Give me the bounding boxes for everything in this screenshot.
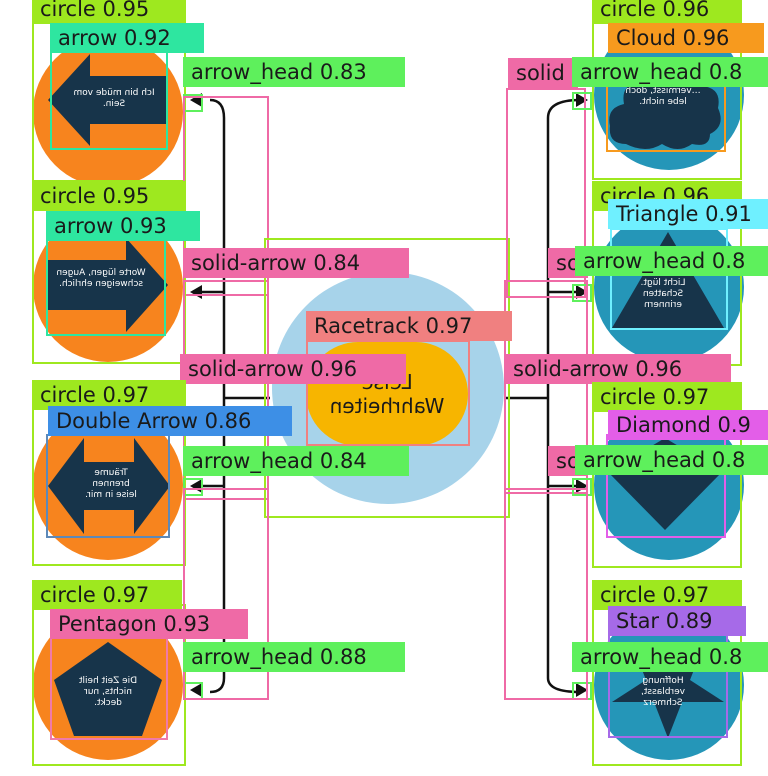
arrowhead-right-1 — [576, 93, 588, 107]
label-diamond: Diamond 0.9 — [608, 410, 768, 440]
bbox-arrowhead-r2 — [572, 284, 592, 302]
label-solid-r1: solid — [508, 58, 578, 88]
label-circle-l1: circle 0.95 — [32, 0, 186, 24]
label-triangle: Triangle 0.91 — [608, 199, 768, 229]
bbox-pentagon — [50, 636, 168, 740]
bbox-arrowhead-r1 — [572, 92, 592, 110]
label-circle-r3: circle 0.97 — [592, 382, 742, 412]
label-arrowhead-l1: arrow_head 0.83 — [183, 57, 405, 87]
label-star: Star 0.89 — [608, 606, 746, 636]
bbox-arrowhead-l3 — [183, 478, 203, 496]
arrowhead-left-4 — [190, 683, 202, 697]
bbox-arrow-l2 — [46, 238, 166, 336]
arrow-right-shape — [48, 238, 168, 332]
label-circle-l3: circle 0.97 — [32, 380, 186, 410]
bbox-arrowhead-l1 — [183, 94, 203, 112]
label-cloud: Cloud 0.96 — [608, 23, 764, 53]
arrowhead-right-4 — [576, 683, 588, 697]
bbox-arrow-l1 — [50, 50, 168, 150]
bbox-arrowhead-r3 — [572, 478, 592, 496]
label-circle-r4: circle 0.97 — [592, 580, 742, 610]
arrow-left-shape — [48, 54, 168, 146]
label-doublearrow: Double Arrow 0.86 — [48, 406, 292, 436]
label-arrowhead-r2: arrow_head 0.8 — [575, 246, 768, 276]
pentagon-shape — [54, 642, 162, 736]
label-solidarrow-r: solid-arrow 0.96 — [505, 354, 731, 384]
cloud-shape — [609, 71, 721, 149]
label-circle-l4: circle 0.97 — [32, 580, 182, 610]
label-arrowhead-l3: arrow_head 0.84 — [183, 446, 409, 476]
label-pentagon: Pentagon 0.93 — [50, 609, 248, 639]
bbox-arrowhead-r4 — [572, 682, 592, 700]
label-circle-l2: circle 0.95 — [32, 181, 186, 211]
label-circle-r1: circle 0.96 — [592, 0, 742, 24]
label-arrowhead-r3: arrow_head 0.8 — [575, 445, 768, 475]
label-arrow-l1: arrow 0.92 — [50, 23, 204, 53]
arrowhead-right-2 — [576, 285, 588, 299]
label-solidarrow-l2: solid-arrow 0.96 — [180, 354, 406, 384]
bbox-arrowhead-l4 — [183, 682, 203, 700]
star-shape — [612, 644, 724, 738]
triangle-shape — [612, 232, 724, 328]
label-racetrack: Racetrack 0.97 — [306, 311, 512, 341]
label-arrowhead-r1: arrow_head 0.8 — [572, 57, 768, 87]
label-arrow-l2: arrow 0.93 — [46, 211, 200, 241]
label-arrowhead-l4: arrow_head 0.88 — [183, 642, 405, 672]
bbox-doublearrow — [46, 434, 170, 538]
label-arrowhead-r4: arrow_head 0.8 — [572, 642, 768, 672]
double-arrow-shape — [48, 438, 170, 534]
label-solidarrow-l1: solid-arrow 0.84 — [183, 248, 409, 278]
bbox-triangle — [610, 228, 728, 330]
